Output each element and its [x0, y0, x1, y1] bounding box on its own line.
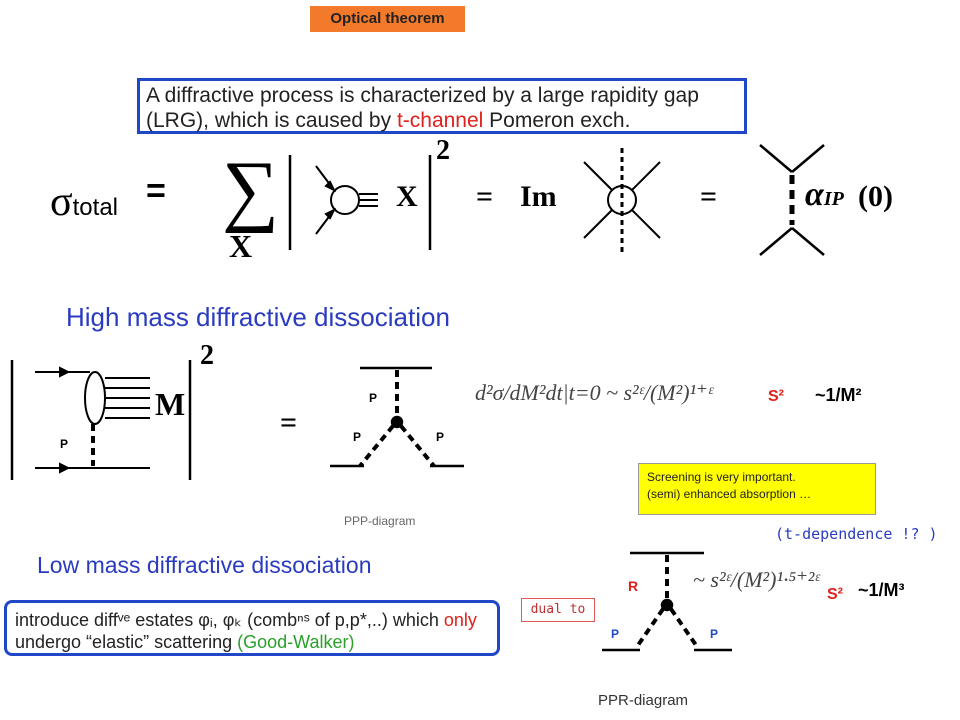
sigma-total: σtotal: [50, 178, 118, 226]
pomeron-label-mid-left: P: [353, 430, 362, 444]
sigma-subscript: total: [72, 194, 119, 221]
equals-sign-3: =: [700, 180, 718, 213]
equals-sign-2: =: [476, 180, 494, 213]
gw-model: (Good-Walker): [237, 632, 355, 652]
high-mass-heading: High mass diffractive dissociation: [66, 302, 450, 332]
exponent-2-high-mass: 2: [200, 340, 214, 371]
ppr-diagram: [602, 551, 732, 652]
ppr-label-left: P: [611, 627, 620, 641]
high-mass-formula: d²σ/dM²dt|t=0 ~ s²ᵋ/(M²)¹⁺ᵋ: [475, 380, 713, 405]
scaling-high-mass: ~1/M²: [815, 385, 862, 405]
t-dependence-note: (t-dependence !? ): [775, 525, 938, 543]
survival-factor-low: S²: [827, 586, 843, 603]
exponent-2: 2: [436, 135, 450, 166]
sum-symbol: ∑: [222, 146, 280, 234]
scaling-low-mass: ~1/M³: [858, 580, 905, 600]
dual-to-box: dual to: [521, 598, 595, 622]
screening-line-2: (semi) enhanced absorption …: [647, 487, 812, 501]
ppp-diagram: [330, 366, 464, 468]
pomeron-exchange: [759, 144, 825, 256]
ppr-caption: PPR-diagram: [598, 692, 689, 709]
equals-sign-4: =: [280, 406, 298, 439]
pomeron-label-mid-right: P: [436, 430, 445, 444]
screening-line-1: Screening is very important.: [647, 470, 796, 484]
amplitude-squared-bars: [288, 155, 432, 250]
pomeron-symbol: IP: [823, 188, 844, 210]
imaginary-part-label: Im: [520, 180, 557, 213]
intro-statement: A diffractive process is characterized b…: [137, 78, 747, 134]
ppp-caption: PPP-diagram: [344, 514, 416, 528]
gw-text-1: introduce diffᵛᵉ estates φᵢ, φₖ (combⁿˢ …: [15, 610, 444, 630]
mass-label: M: [155, 386, 186, 422]
good-walker-box: introduce diffᵛᵉ estates φᵢ, φₖ (combⁿˢ …: [4, 600, 500, 656]
gw-only: only: [443, 610, 477, 630]
intro-text-1: A diffractive process is characterized b…: [146, 84, 699, 132]
equals-sign-1: =: [146, 172, 166, 210]
pomeron-label-left: P: [60, 437, 69, 451]
low-mass-heading: Low mass diffractive dissociation: [37, 552, 372, 578]
pomeron-label-top: P: [369, 391, 378, 405]
alpha-symbol: α: [805, 176, 824, 213]
amplitude-blob: [315, 165, 378, 235]
intro-text-2: Pomeron exch.: [483, 109, 631, 132]
final-state-label: X: [396, 180, 418, 213]
pomeron-intercept: αIP: [805, 176, 844, 214]
high-mass-diagram: [10, 360, 192, 480]
screening-note: Screening is very important. (semi) enhan…: [638, 463, 876, 515]
gw-text-2: undergo “elastic” scattering: [15, 632, 238, 652]
sum-index: X: [229, 228, 253, 264]
intercept-zero: (0): [858, 180, 893, 213]
sigma-symbol: σ: [50, 179, 73, 225]
im-cut-blob: [583, 148, 661, 252]
slide-title: Optical theorem: [310, 6, 465, 32]
survival-factor-high: S²: [768, 388, 784, 405]
reggeon-label: R: [628, 578, 639, 594]
ppr-label-right: P: [710, 627, 719, 641]
low-mass-formula: ~ s²ᵋ/(M²)¹·⁵⁺²ᵋ: [693, 567, 820, 592]
intro-highlight: t-channel: [396, 109, 484, 132]
